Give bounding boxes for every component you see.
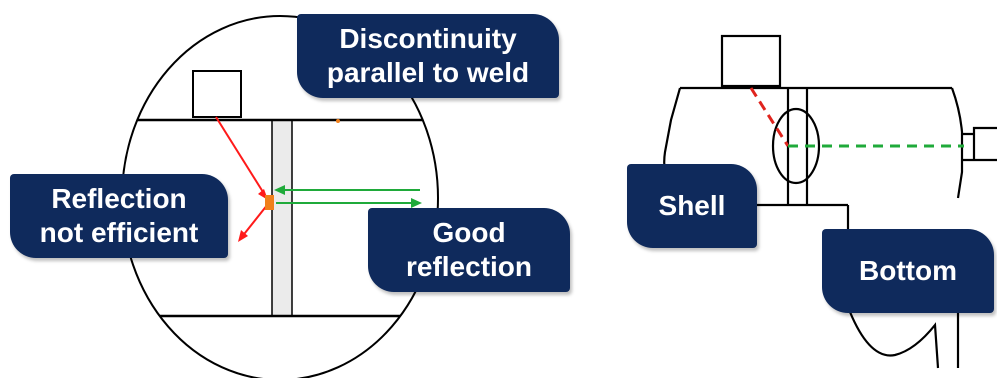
callout-discontinuity-parallel: Discontinuity parallel to weld [297, 14, 559, 98]
ultrasonic-probe [192, 70, 242, 118]
shell-right-break [950, 87, 964, 199]
shell-bottom-joint [663, 34, 997, 369]
ultrasonic-probe-2 [720, 34, 782, 88]
discontinuity-marker [265, 195, 274, 210]
callout-good-line1: Good [432, 217, 506, 248]
callout-good-line2: reflection [405, 251, 533, 282]
callout-good-reflection: Good reflection [368, 208, 570, 292]
callout-discontinuity-line1: Discontinuity [339, 23, 517, 54]
callout-reflection-line2: not efficient [39, 217, 199, 248]
weld-focus-ellipse [771, 107, 821, 185]
callout-discontinuity-line2: parallel to weld [326, 57, 530, 88]
bottom-break [848, 311, 940, 369]
magnified-weld-view [121, 15, 439, 378]
callout-bottom: Bottom [822, 229, 994, 313]
callout-reflection-line1: Reflection [51, 183, 187, 214]
callout-reflection-not-efficient: Reflection not efficient [10, 174, 228, 258]
weld-seam [271, 119, 293, 317]
good-reflection-rays [274, 185, 422, 208]
callout-shell: Shell [627, 164, 757, 248]
callout-shell-label: Shell [658, 190, 726, 221]
callout-bottom-label: Bottom [859, 255, 957, 286]
nozzle-stub [962, 126, 997, 162]
shell-inspection-ray [749, 87, 790, 147]
